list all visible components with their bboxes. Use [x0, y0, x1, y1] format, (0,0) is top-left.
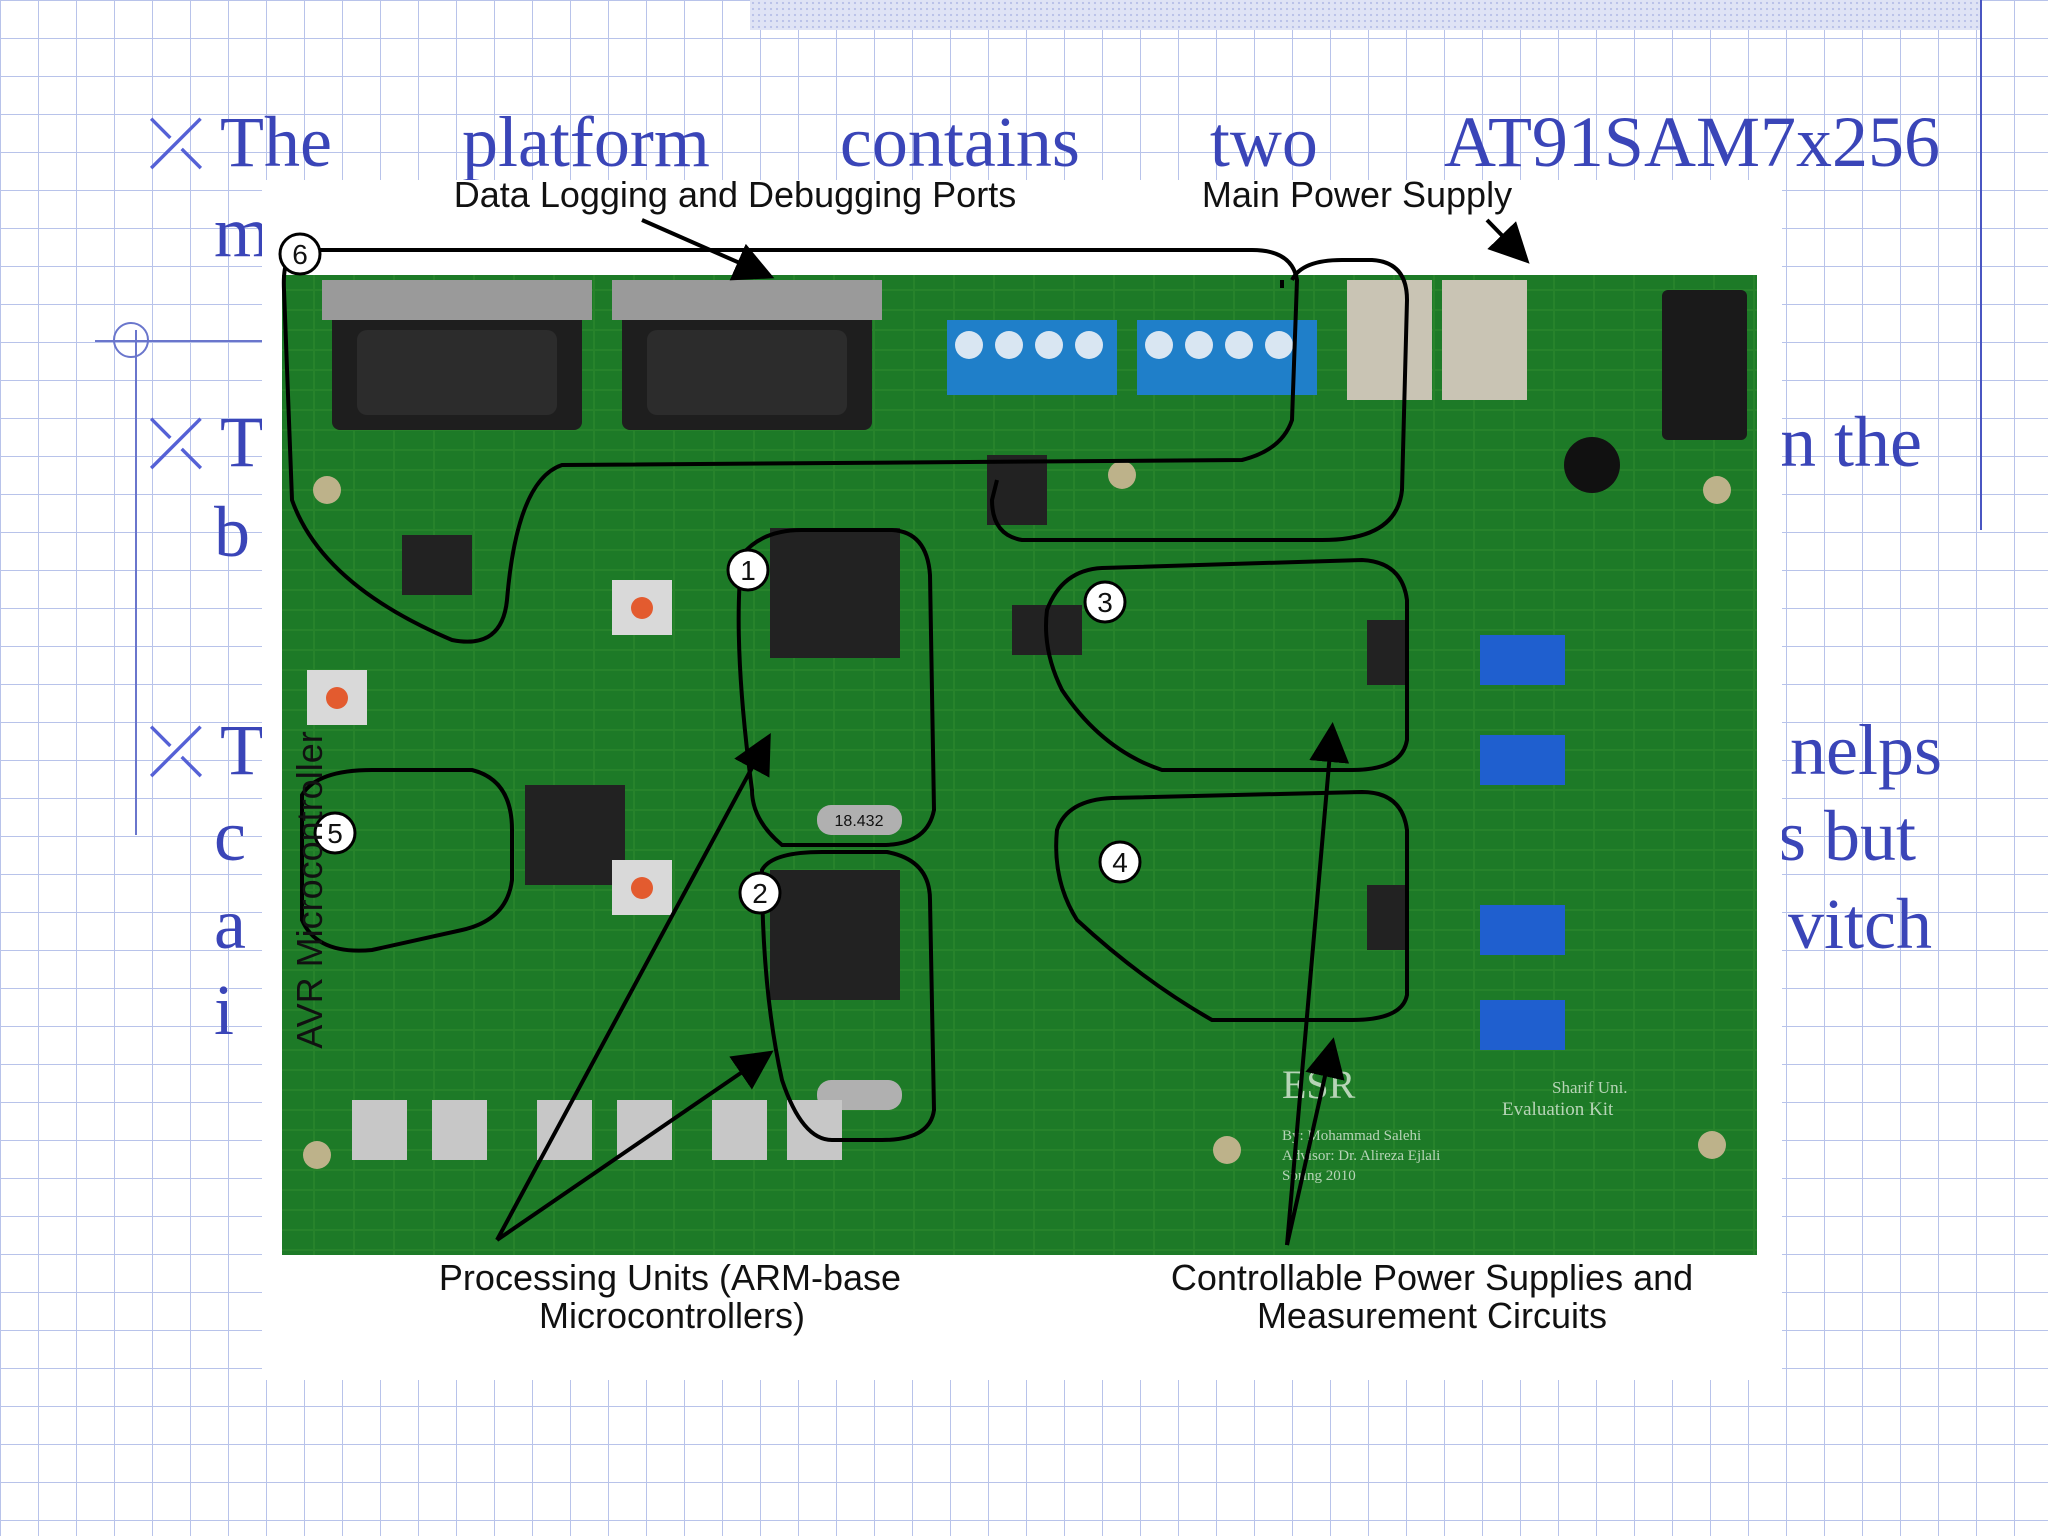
arrow-processing-2 — [495, 1050, 774, 1242]
marker-5: 5 — [327, 818, 343, 849]
ic-chip — [1367, 620, 1407, 685]
silkscreen-line-1: Sharif Uni. — [1552, 1078, 1628, 1097]
label-power-supplies-line-2: Measurement Circuits — [1257, 1295, 1607, 1336]
arrow-power-3 — [1285, 722, 1350, 1246]
arrow-power-4 — [1285, 1037, 1345, 1246]
bullet-3-fragment-right: nelps — [1790, 710, 1942, 790]
annotation-outlines — [281, 248, 1410, 1142]
crystal-oscillator — [817, 805, 902, 835]
bullet-1-text: The platform contains two AT91SAM7x256 — [220, 102, 1940, 182]
marker-group: 6 1 2 3 4 5 — [278, 232, 1142, 915]
mounting-screw — [1698, 1131, 1726, 1159]
trimmer-potentiometer — [1480, 1000, 1565, 1050]
mounting-screw — [313, 476, 341, 504]
mounting-screw — [1213, 1136, 1241, 1164]
bullet-1-line-2-fragment: m — [214, 192, 271, 272]
ic-chip — [987, 455, 1047, 525]
right-vertical-rule — [1980, 0, 1982, 530]
mounting-screw — [303, 1141, 331, 1169]
arrow-main-power — [1485, 218, 1530, 264]
region-6-outline — [281, 248, 1300, 644]
circuit-board-figure: 18.432 ESR Sharif Uni. Evaluation Ki — [262, 180, 1782, 1380]
avr-microcontroller-chip — [525, 785, 625, 885]
region-2-outline — [759, 850, 937, 1142]
bullet-3-fragment-left: T — [220, 710, 264, 790]
bullet-2-fragment-left: T — [220, 402, 264, 482]
marker-4: 4 — [1112, 847, 1128, 878]
bullet-3-line-4-left: i — [214, 970, 235, 1050]
region-4-outline — [1054, 789, 1409, 1022]
label-power-supplies-line-1: Controllable Power Supplies and — [1171, 1257, 1693, 1298]
region-3-outline — [1044, 557, 1409, 772]
trimmer-potentiometer — [1480, 735, 1565, 785]
marker-3: 3 — [1097, 587, 1113, 618]
terminal-block — [947, 320, 1117, 395]
marker-2: 2 — [752, 878, 768, 909]
header-pattern-band — [750, 0, 1980, 30]
crystal-label: 18.432 — [835, 813, 884, 830]
region-1-outline — [736, 528, 937, 847]
bullet-3-line-2-right: s but — [1778, 796, 1917, 876]
arm-microcontroller-chip — [770, 870, 900, 1000]
trimmer-potentiometer — [1480, 635, 1565, 685]
label-main-power: Main Power Supply — [1202, 180, 1512, 215]
circuit-board-image: 18.432 ESR Sharif Uni. Evaluation Ki — [278, 180, 1757, 1336]
mounting-screw — [1703, 476, 1731, 504]
serial-port-connector — [612, 280, 882, 430]
crosshair-ornament-icon — [113, 322, 149, 358]
label-processing-units-line-1: Processing Units (ARM-base — [439, 1257, 901, 1298]
arrow-data-logging — [641, 218, 775, 281]
terminal-block — [1137, 320, 1317, 395]
main-power-outline — [989, 258, 1410, 542]
power-jack — [1662, 290, 1747, 440]
bullet-2-fragment-right: n the — [1780, 402, 1922, 482]
bullet-3-line-3-right: vitch — [1788, 884, 1932, 964]
trimmer-potentiometer — [1480, 905, 1565, 955]
left-vertical-rule — [135, 330, 137, 835]
usb-connector — [1442, 280, 1527, 400]
label-processing-units-line-2: Microcontrollers) — [539, 1295, 805, 1336]
usb-connector — [1347, 280, 1432, 400]
annotation-arrows — [495, 218, 1530, 1246]
serial-port-connector — [322, 280, 592, 430]
silkscreen-line-3: By: Mohammad Salehi — [1282, 1128, 1421, 1144]
label-avr-microcontroller: AVR Microcontroller — [289, 731, 330, 1048]
silkscreen-line-2: Evaluation Kit — [1502, 1099, 1614, 1120]
ic-chip — [402, 535, 472, 595]
bullet-icon: ⤫ — [148, 402, 204, 484]
horizontal-rule — [95, 340, 385, 342]
marker-6: 6 — [292, 239, 308, 270]
bullet-icon: ⤫ — [148, 102, 204, 184]
bullet-3-line-3-left: a — [214, 884, 246, 964]
bullet-2-line-2-fragment: b — [214, 492, 250, 572]
arm-microcontroller-chip — [770, 528, 900, 658]
ic-chip — [1367, 885, 1407, 950]
label-data-logging: Data Logging and Debugging Ports — [454, 180, 1016, 215]
mounting-screw — [1108, 461, 1136, 489]
bullet-3-line-2-left: c — [214, 796, 246, 876]
bullet-1-line-1: The platform contains two AT91SAM7x256 — [220, 98, 1940, 186]
marker-1: 1 — [740, 555, 756, 586]
capacitor — [1564, 437, 1620, 493]
region-5-outline — [300, 768, 514, 953]
silkscreen-line-4: Advisor: Dr. Alireza Ejlali — [1282, 1148, 1440, 1164]
bullet-icon: ⤫ — [148, 710, 204, 792]
arrow-processing-1 — [495, 732, 771, 1241]
